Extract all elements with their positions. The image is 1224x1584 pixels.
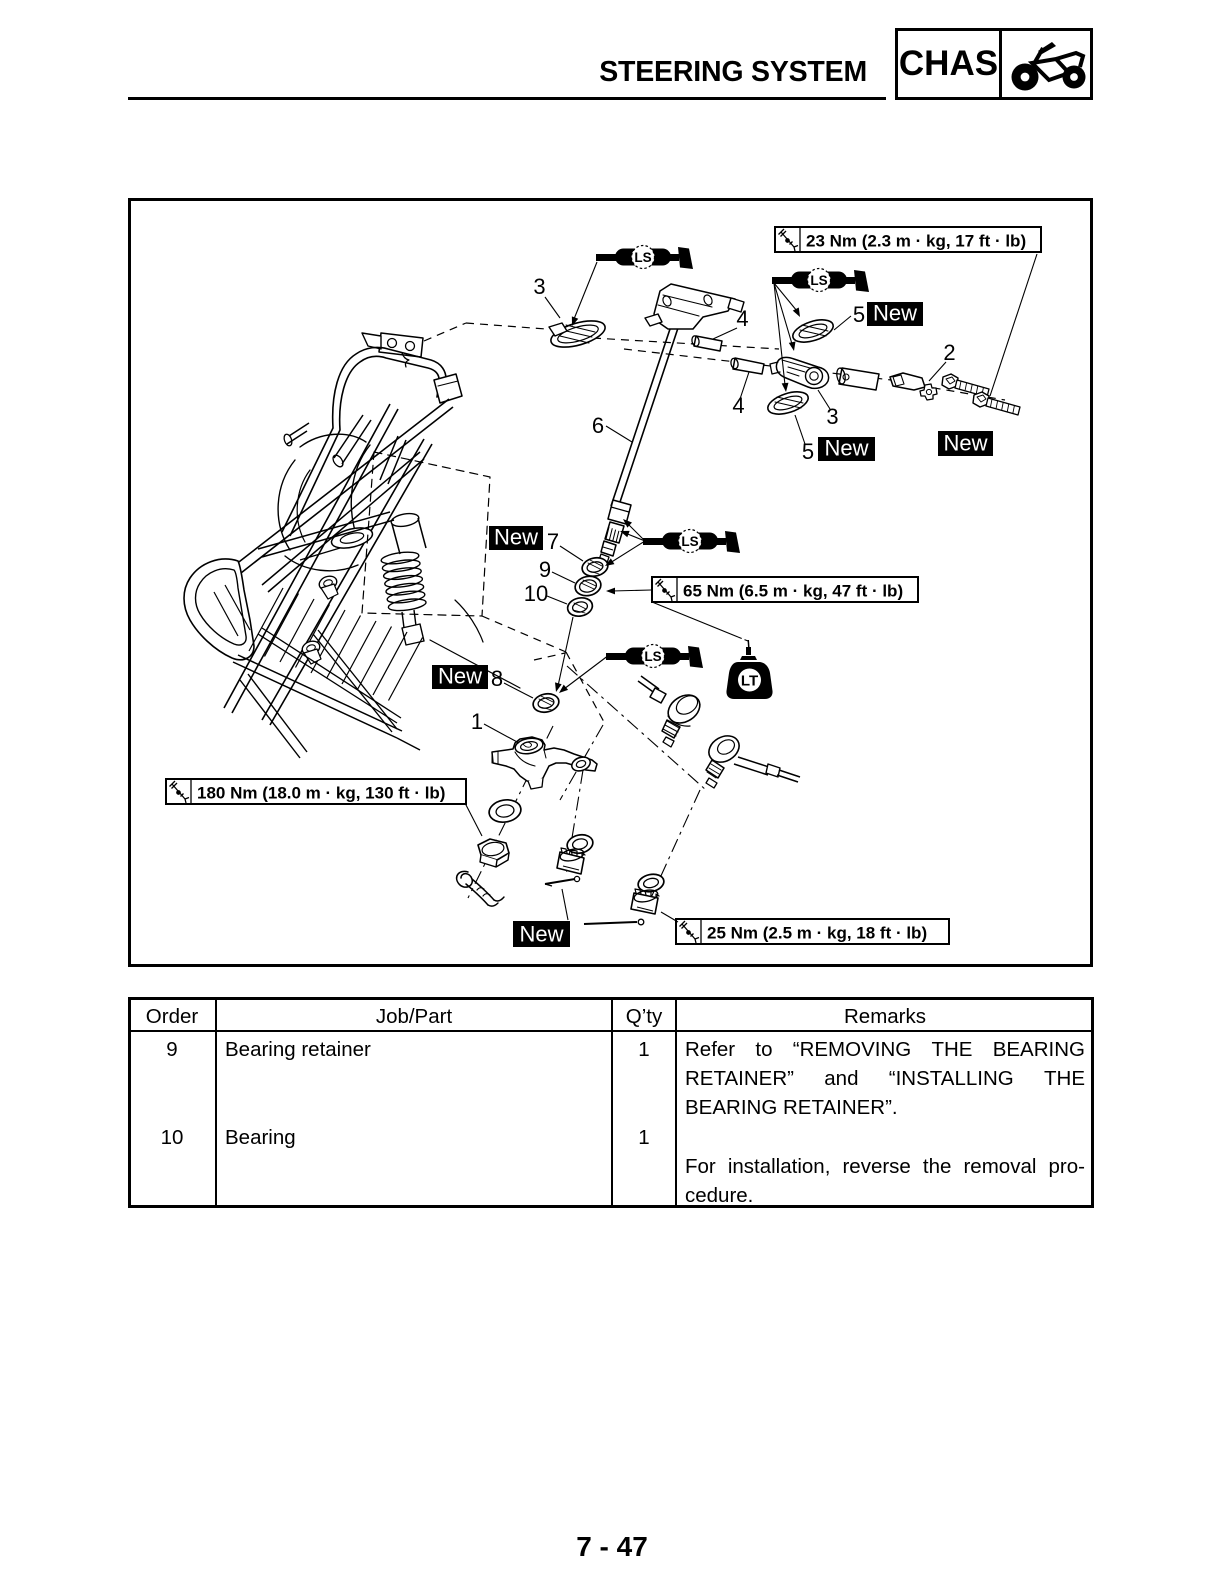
svg-text:5: 5 [853,302,865,327]
svg-text:LS: LS [810,273,827,288]
svg-text:5: 5 [802,439,814,464]
svg-text:8: 8 [491,666,503,691]
svg-text:180 Nm (18.0 m · kg, 130 ft ·: 180 Nm (18.0 m · kg, 130 ft · lb) [197,784,445,803]
svg-text:New: New [494,525,538,550]
svg-text:New: New [519,922,563,947]
svg-text:LT: LT [741,673,758,690]
svg-text:New: New [438,664,482,689]
svg-text:23 Nm (2.3 m · kg, 17 ft · lb): 23 Nm (2.3 m · kg, 17 ft · lb) [806,232,1026,251]
svg-text:1: 1 [471,709,483,734]
svg-text:LS: LS [634,250,651,265]
svg-text:25 Nm (2.5 m · kg, 18 ft · lb): 25 Nm (2.5 m · kg, 18 ft · lb) [707,924,927,943]
svg-text:7: 7 [547,529,559,554]
svg-text:4: 4 [736,306,748,331]
svg-text:New: New [873,301,917,326]
svg-text:LS: LS [644,649,661,664]
svg-text:New: New [943,431,987,456]
svg-text:65 Nm (6.5 m · kg, 47 ft · lb): 65 Nm (6.5 m · kg, 47 ft · lb) [683,582,903,601]
svg-text:6: 6 [592,413,604,438]
svg-text:3: 3 [826,404,838,429]
svg-text:10: 10 [524,581,548,606]
svg-text:4: 4 [732,393,744,418]
svg-text:New: New [824,436,868,461]
svg-text:LS: LS [681,534,698,549]
svg-text:9: 9 [539,557,551,582]
svg-text:3: 3 [533,274,545,299]
svg-text:2: 2 [943,340,955,365]
